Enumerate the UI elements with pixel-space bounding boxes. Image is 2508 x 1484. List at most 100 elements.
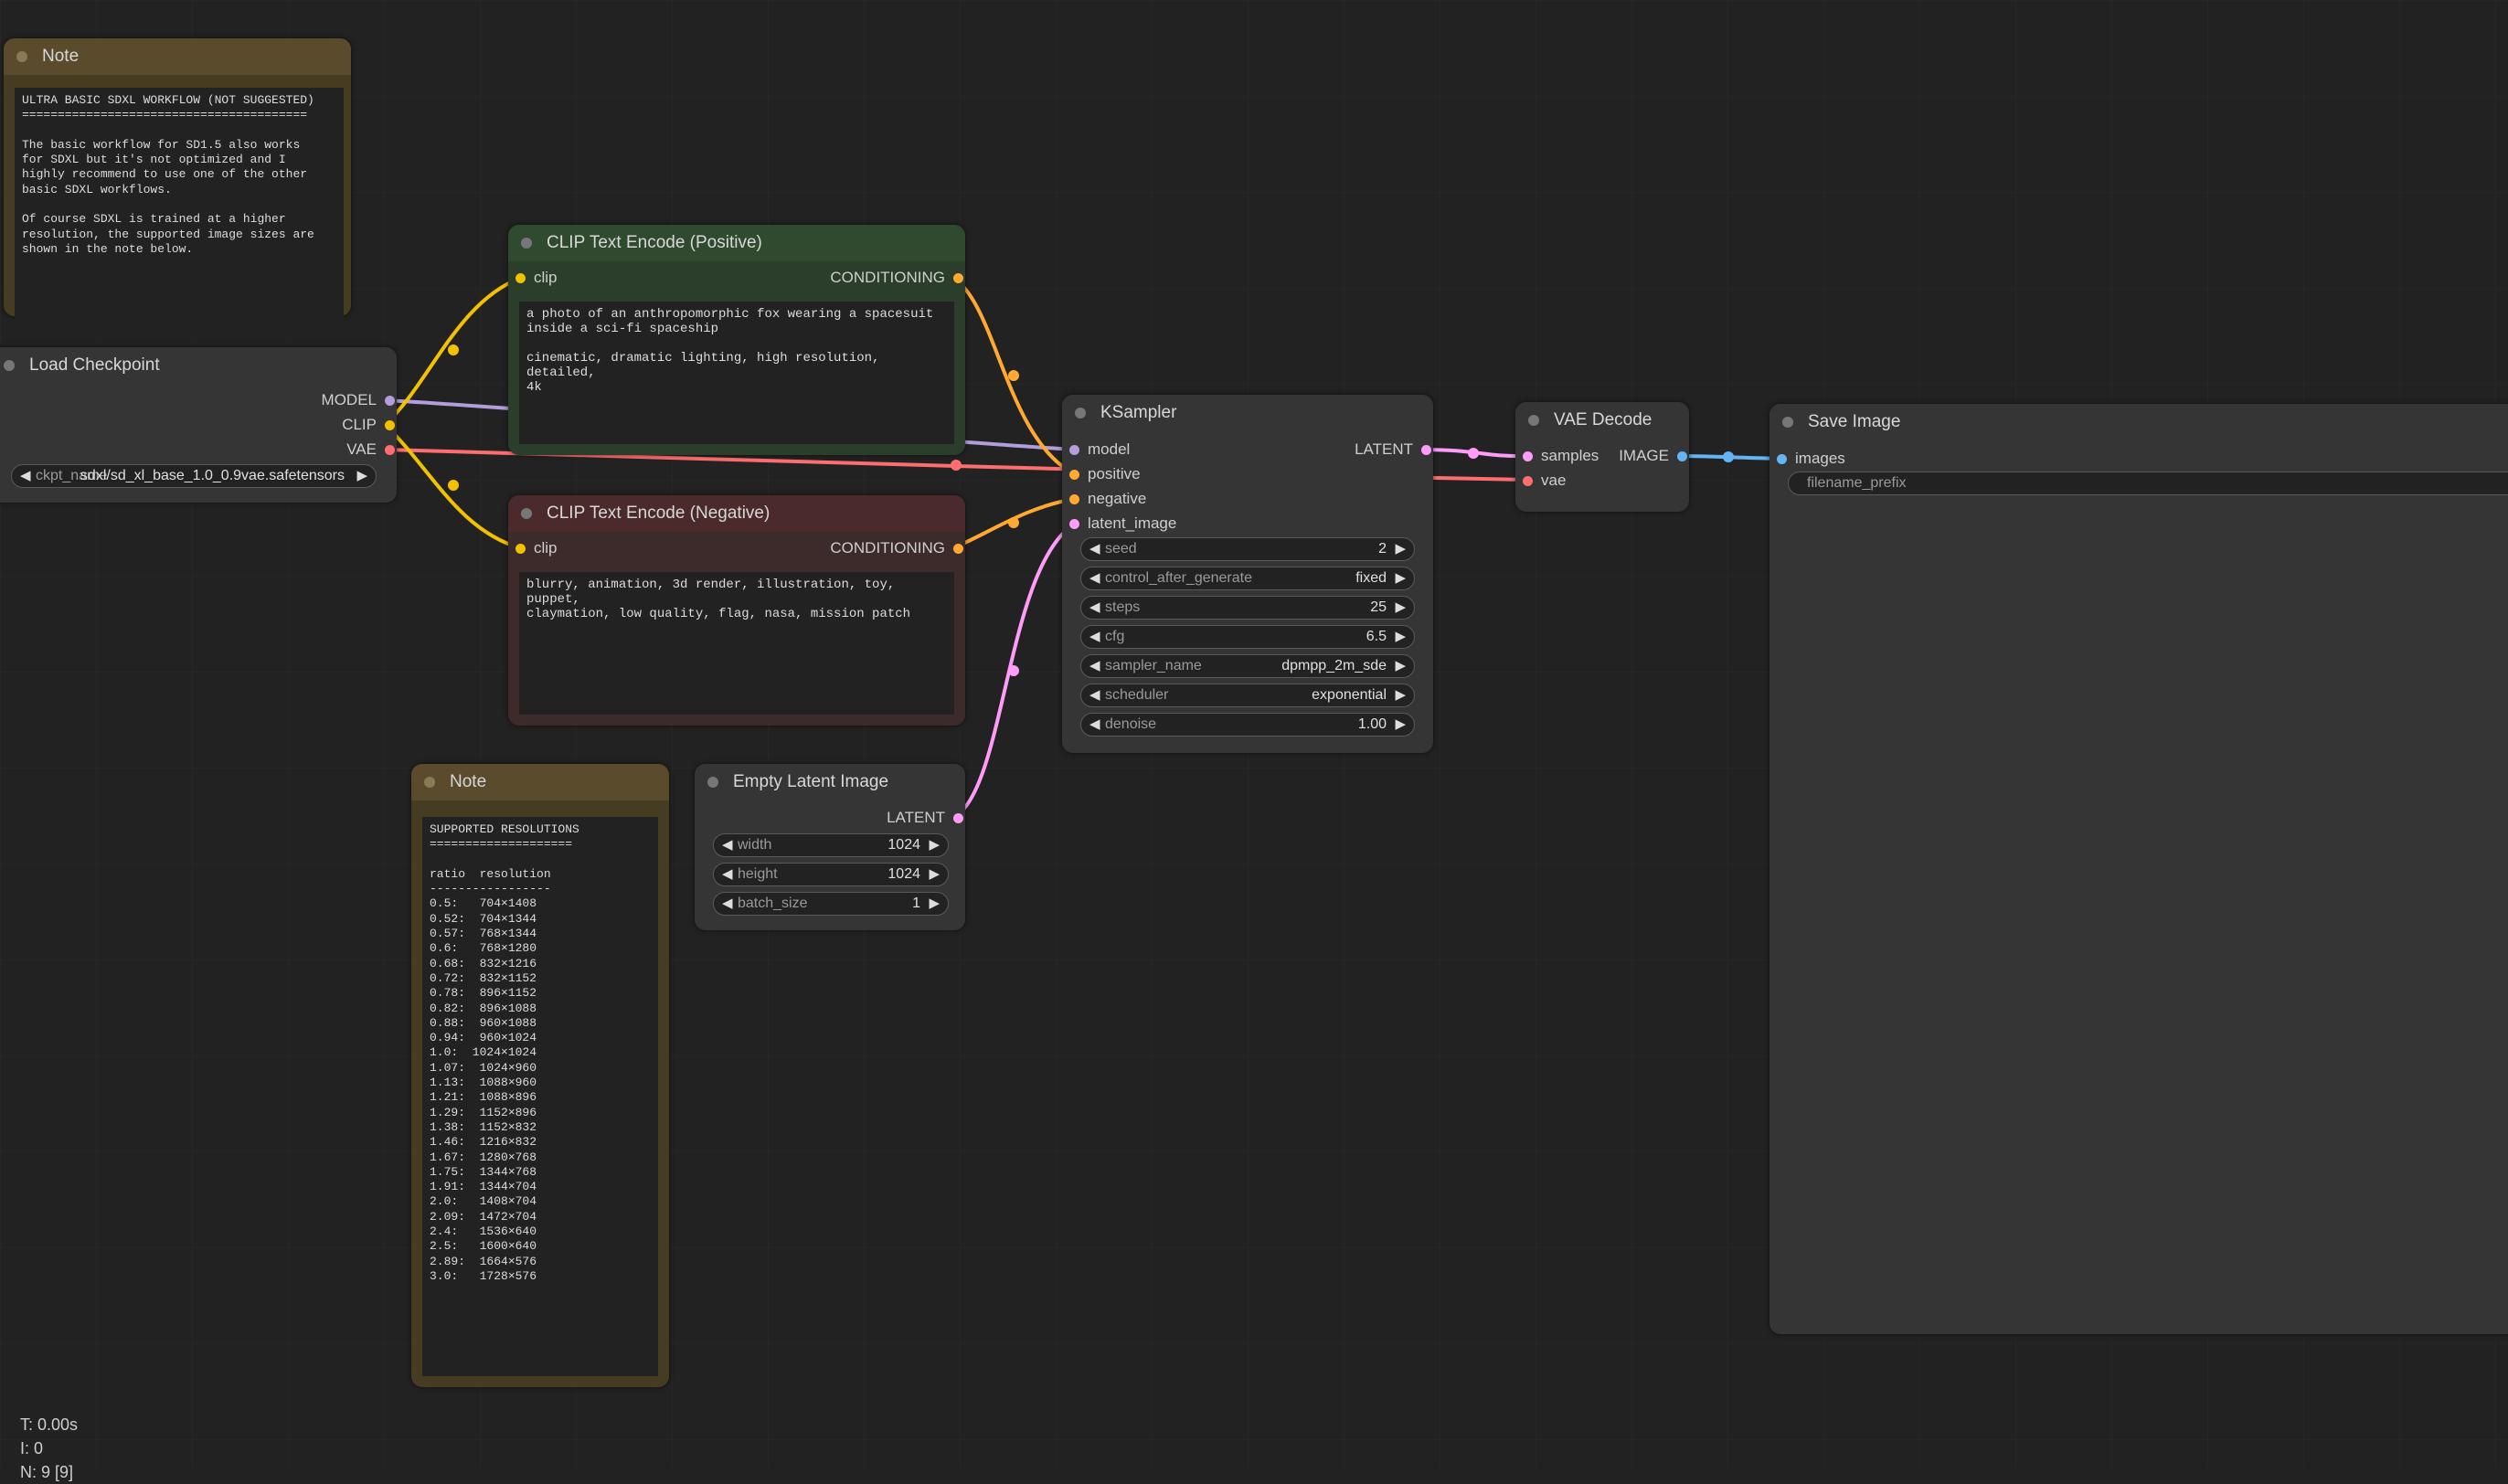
empty-latent-title[interactable]: Empty Latent Image xyxy=(695,764,965,800)
collapse-dot-icon[interactable] xyxy=(1782,417,1793,428)
collapse-dot-icon[interactable] xyxy=(521,238,532,249)
collapse-dot-icon[interactable] xyxy=(16,51,27,62)
input-clip[interactable]: clip xyxy=(514,269,558,287)
input-model[interactable]: model xyxy=(1068,440,1130,459)
vae-decode-node[interactable]: VAE Decode samples vae IMAGE xyxy=(1515,402,1689,512)
arrow-right-icon[interactable]: ▶ xyxy=(1395,716,1406,732)
arrow-right-icon[interactable]: ▶ xyxy=(929,896,940,911)
output-latent[interactable]: LATENT xyxy=(887,809,965,827)
latent-socket-icon[interactable] xyxy=(1523,451,1533,461)
arrow-left-icon[interactable]: ◀ xyxy=(722,866,733,882)
arrow-right-icon[interactable]: ▶ xyxy=(1395,629,1406,644)
output-latent-label: LATENT xyxy=(1355,440,1413,458)
input-positive[interactable]: positive xyxy=(1068,465,1141,483)
collapse-dot-icon[interactable] xyxy=(1075,408,1086,419)
arrow-right-icon[interactable]: ▶ xyxy=(356,468,367,483)
input-latent-image[interactable]: latent_image xyxy=(1068,514,1176,533)
output-image[interactable]: IMAGE xyxy=(1619,447,1689,465)
arrow-left-icon[interactable]: ◀ xyxy=(1089,541,1100,556)
input-negative[interactable]: negative xyxy=(1068,490,1146,508)
conditioning-socket-icon[interactable] xyxy=(953,273,963,283)
collapse-dot-icon[interactable] xyxy=(707,777,718,788)
clip-positive-node[interactable]: CLIP Text Encode (Positive) clip CONDITI… xyxy=(508,225,965,455)
note-textarea[interactable]: SUPPORTED RESOLUTIONS ==================… xyxy=(422,817,658,1376)
output-clip[interactable]: CLIP xyxy=(342,416,397,434)
arrow-left-icon[interactable]: ◀ xyxy=(1089,599,1100,615)
positive-prompt-textarea[interactable]: a photo of an anthropomorphic fox wearin… xyxy=(519,302,954,444)
note-title[interactable]: Note xyxy=(411,764,669,800)
output-latent[interactable]: LATENT xyxy=(1355,440,1433,459)
vae-socket-icon[interactable] xyxy=(1523,476,1533,486)
clip-socket-icon[interactable] xyxy=(385,420,395,430)
arrow-left-icon[interactable]: ◀ xyxy=(20,468,31,483)
arrow-left-icon[interactable]: ◀ xyxy=(1089,687,1100,703)
vae-socket-icon[interactable] xyxy=(385,445,395,455)
clip-socket-icon[interactable] xyxy=(515,273,526,283)
arrow-right-icon[interactable]: ▶ xyxy=(1395,541,1406,556)
vae-decode-title[interactable]: VAE Decode xyxy=(1515,402,1689,439)
arrow-left-icon[interactable]: ◀ xyxy=(1089,629,1100,644)
arrow-right-icon[interactable]: ▶ xyxy=(1395,570,1406,586)
note-textarea[interactable]: ULTRA BASIC SDXL WORKFLOW (NOT SUGGESTED… xyxy=(15,88,344,342)
ksampler-title[interactable]: KSampler xyxy=(1062,395,1433,431)
model-socket-icon[interactable] xyxy=(385,396,395,406)
conditioning-socket-icon[interactable] xyxy=(1069,470,1079,480)
conditioning-socket-icon[interactable] xyxy=(1069,494,1079,504)
arrow-left-icon[interactable]: ◀ xyxy=(1089,570,1100,586)
input-vae[interactable]: vae xyxy=(1521,472,1566,490)
negative-prompt-textarea[interactable]: blurry, animation, 3d render, illustrati… xyxy=(519,572,954,715)
arrow-left-icon[interactable]: ◀ xyxy=(722,896,733,911)
collapse-dot-icon[interactable] xyxy=(1528,415,1539,426)
output-conditioning[interactable]: CONDITIONING xyxy=(830,269,965,287)
collapse-dot-icon[interactable] xyxy=(4,360,15,371)
arrow-right-icon[interactable]: ▶ xyxy=(1395,687,1406,703)
input-samples[interactable]: samples xyxy=(1521,447,1599,465)
image-socket-icon[interactable] xyxy=(1777,454,1787,464)
note-title[interactable]: Note xyxy=(4,38,351,75)
arrow-left-icon[interactable]: ◀ xyxy=(722,837,733,853)
image-socket-icon[interactable] xyxy=(1677,451,1687,461)
latent-socket-icon[interactable] xyxy=(1069,519,1079,529)
output-conditioning[interactable]: CONDITIONING xyxy=(830,539,965,557)
output-vae[interactable]: VAE xyxy=(346,440,397,459)
filename-prefix-widget[interactable]: filename_prefix xyxy=(1788,472,2508,495)
arrow-left-icon[interactable]: ◀ xyxy=(1089,716,1100,732)
arrow-right-icon[interactable]: ▶ xyxy=(1395,599,1406,615)
input-clip[interactable]: clip xyxy=(514,539,558,557)
collapse-dot-icon[interactable] xyxy=(521,508,532,519)
latent-socket-icon[interactable] xyxy=(953,813,963,823)
load-checkpoint-node[interactable]: Load Checkpoint MODEL CLIP VAE ◀ ckpt_na… xyxy=(0,347,397,503)
note-node-resolutions[interactable]: Note SUPPORTED RESOLUTIONS =============… xyxy=(411,764,669,1387)
ckpt-name-combo[interactable]: ◀ ckpt_name sdxl/sd_xl_base_1.0_0.9vae.s… xyxy=(11,464,377,488)
model-socket-icon[interactable] xyxy=(1069,445,1079,455)
conditioning-socket-icon[interactable] xyxy=(953,544,963,554)
clip-positive-title[interactable]: CLIP Text Encode (Positive) xyxy=(508,225,965,261)
input-images[interactable]: images xyxy=(1775,450,1845,468)
collapse-dot-icon[interactable] xyxy=(424,777,435,788)
clip-negative-node[interactable]: CLIP Text Encode (Negative) clip CONDITI… xyxy=(508,495,965,726)
ksampler-node[interactable]: KSampler model positive negative latent_… xyxy=(1062,395,1433,753)
arrow-right-icon[interactable]: ▶ xyxy=(1395,658,1406,673)
clip-socket-icon[interactable] xyxy=(515,544,526,554)
arrow-right-icon[interactable]: ▶ xyxy=(929,866,940,882)
load-checkpoint-title[interactable]: Load Checkpoint xyxy=(0,347,397,384)
arrow-right-icon[interactable]: ▶ xyxy=(929,837,940,853)
arrow-left-icon[interactable]: ◀ xyxy=(1089,658,1100,673)
clip-negative-title[interactable]: CLIP Text Encode (Negative) xyxy=(508,495,965,532)
save-image-node[interactable]: Save Image images filename_prefix xyxy=(1769,404,2508,1334)
save-image-title[interactable]: Save Image xyxy=(1769,404,2508,440)
output-model[interactable]: MODEL xyxy=(322,391,397,409)
note-node-workflow[interactable]: Note ULTRA BASIC SDXL WORKFLOW (NOT SUGG… xyxy=(4,38,351,342)
latent-socket-icon[interactable] xyxy=(1421,445,1431,455)
